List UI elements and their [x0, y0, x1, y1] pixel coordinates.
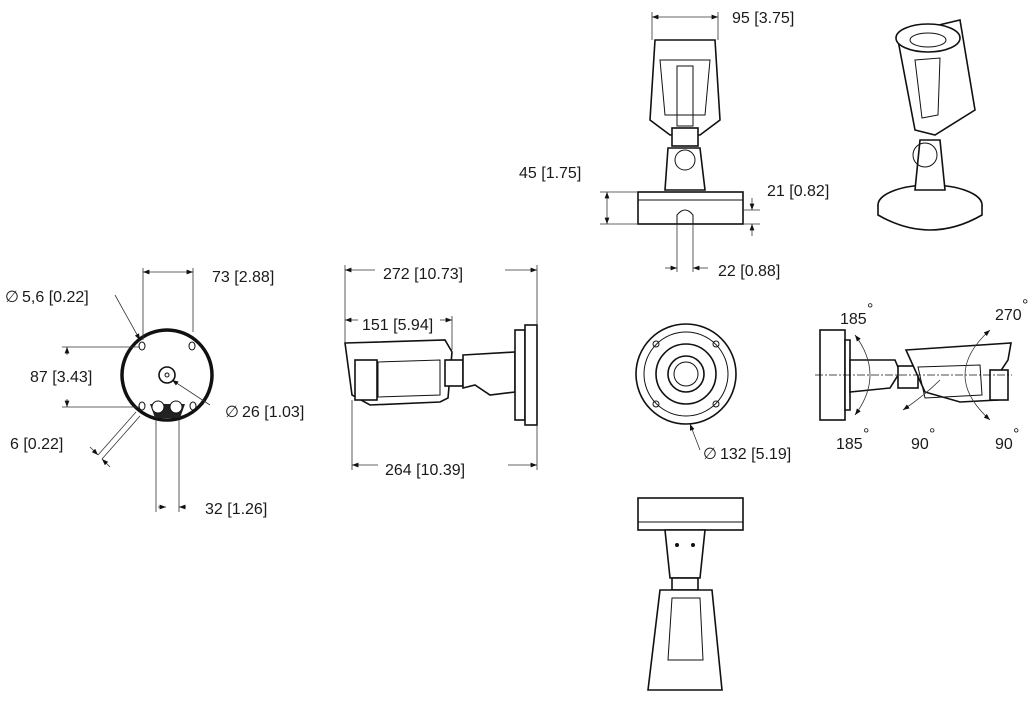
side-view-dimensions	[344, 265, 538, 470]
dim-mount-hole-diameter: 5,6 [0.22]	[22, 289, 89, 306]
diameter-symbol: ∅	[5, 289, 19, 306]
bottom-view-camera	[637, 497, 744, 691]
degree-symbol: °	[1022, 297, 1028, 314]
degree-symbol: °	[863, 426, 869, 443]
isometric-camera	[877, 19, 983, 231]
dim-lower-length: 264 [10.39]	[385, 462, 465, 479]
rotation-tilt-mid: 90	[911, 436, 929, 453]
front-view-camera	[637, 39, 744, 225]
rotation-tilt-top: 270	[995, 307, 1022, 324]
diameter-symbol: ∅	[703, 446, 717, 463]
mount-plate-dimensions	[62, 268, 211, 512]
dim-wall-offset: 6 [0.22]	[10, 436, 63, 453]
front-view-dimensions	[600, 12, 760, 272]
rotation-bottom: 90	[995, 436, 1013, 453]
dim-top-width: 95 [3.75]	[732, 10, 794, 27]
degree-symbol: °	[867, 301, 873, 318]
dim-slot-width: 22 [0.88]	[718, 263, 780, 280]
dim-cable-hole-diameter: 26 [1.03]	[242, 404, 304, 421]
dim-base-diameter: 132 [5.19]	[720, 446, 791, 463]
lens-front-view	[635, 323, 737, 451]
rotation-view	[815, 329, 1012, 421]
dim-body-length: 151 [5.94]	[362, 317, 433, 334]
dim-mount-height: 87 [3.43]	[30, 369, 92, 386]
degree-symbol: °	[929, 426, 935, 443]
degree-symbol: °	[1013, 426, 1019, 443]
rotation-pan-top: 185	[840, 311, 867, 328]
dim-total-length: 272 [10.73]	[383, 266, 463, 283]
side-view-camera	[344, 324, 538, 426]
rotation-pan-bottom: 185	[836, 436, 863, 453]
dim-base-height: 45 [1.75]	[519, 165, 581, 182]
diameter-symbol: ∅	[225, 404, 239, 421]
dim-mount-width: 73 [2.88]	[212, 269, 274, 286]
dim-base-thickness: 21 [0.82]	[767, 183, 829, 200]
dim-connector-spacing: 32 [1.26]	[205, 501, 267, 518]
mount-plate-view	[120, 328, 214, 422]
